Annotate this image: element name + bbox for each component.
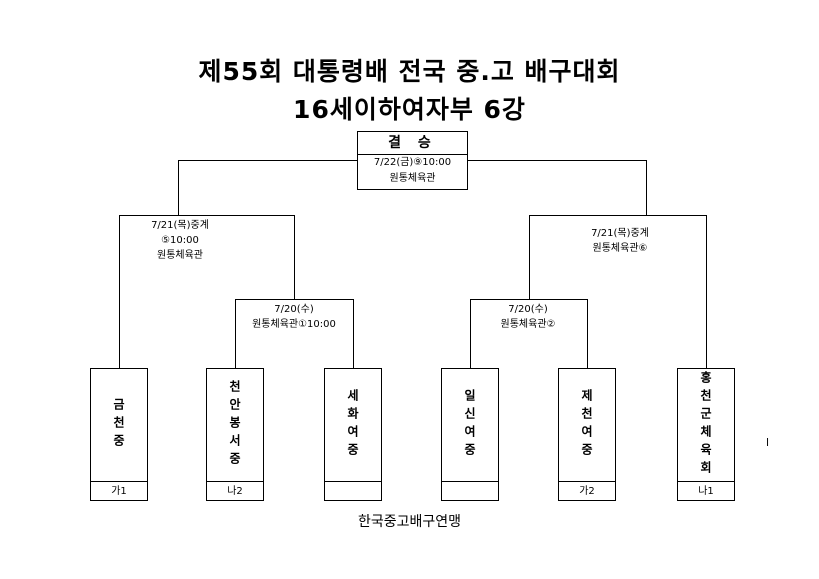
- left-semi-time: ⑤10:00: [161, 235, 199, 246]
- team-seed: [442, 482, 498, 501]
- right-qf-info: 7/20(수) 원통체육관②: [488, 302, 568, 332]
- team-seed: 나1: [698, 486, 714, 497]
- team-box-5: 제천여중 가2: [558, 368, 616, 501]
- right-semi-connector: [529, 215, 707, 368]
- team-name: 세화여중: [345, 389, 360, 461]
- team-name: 홍천군체육회: [698, 371, 713, 479]
- left-qf-venue: 원통체육관①10:00: [252, 319, 336, 330]
- team-name: 일신여중: [462, 389, 477, 461]
- team-name: 금천중: [111, 398, 126, 452]
- left-semi-date: 7/21(목)중계: [151, 220, 209, 231]
- side-mark: l: [766, 436, 770, 449]
- right-semi-date: 7/21(목)중계: [591, 228, 649, 239]
- team-box-1: 금천중 가1: [90, 368, 148, 501]
- team-seed: [325, 482, 381, 501]
- right-qf-date: 7/20(수): [508, 304, 548, 315]
- team-box-6: 홍천군체육회 나1: [677, 368, 735, 501]
- team-box-3: 세화여중: [324, 368, 382, 501]
- team-seed: 가1: [111, 486, 127, 497]
- left-qf-connector: [235, 299, 354, 368]
- right-semi-info: 7/21(목)중계 원통체육관⑥: [580, 226, 660, 256]
- left-semi-venue: 원통체육관: [157, 250, 203, 261]
- team-name: 천안봉서중: [227, 380, 242, 470]
- final-header: 결 승: [358, 132, 467, 155]
- left-semi-info: 7/21(목)중계 ⑤10:00 원통체육관: [150, 218, 210, 263]
- right-semi-venue: 원통체육관⑥: [592, 243, 648, 254]
- team-box-4: 일신여중: [441, 368, 499, 501]
- final-match-box: 결 승 7/22(금)⑨10:00 원통체육관: [357, 131, 468, 190]
- right-qf-connector: [470, 299, 588, 368]
- final-date: 7/22(금)⑨10:00: [373, 157, 452, 168]
- left-qf-date: 7/20(수): [274, 304, 314, 315]
- team-name: 제천여중: [579, 389, 594, 461]
- left-qf-info: 7/20(수) 원통체육관①10:00: [244, 302, 344, 332]
- team-box-2: 천안봉서중 나2: [206, 368, 264, 501]
- division-title: 16세이하여자부 6강: [293, 95, 526, 124]
- right-qf-venue: 원통체육관②: [500, 319, 556, 330]
- tournament-title: 제55회 대통령배 전국 중.고 배구대회: [198, 57, 621, 86]
- team-seed: 가2: [579, 486, 595, 497]
- left-semi-connector: [119, 215, 295, 368]
- team-seed: 나2: [227, 486, 243, 497]
- organizer-footer: 한국중고배구연맹: [357, 514, 462, 530]
- final-venue: 원통체육관: [389, 173, 436, 184]
